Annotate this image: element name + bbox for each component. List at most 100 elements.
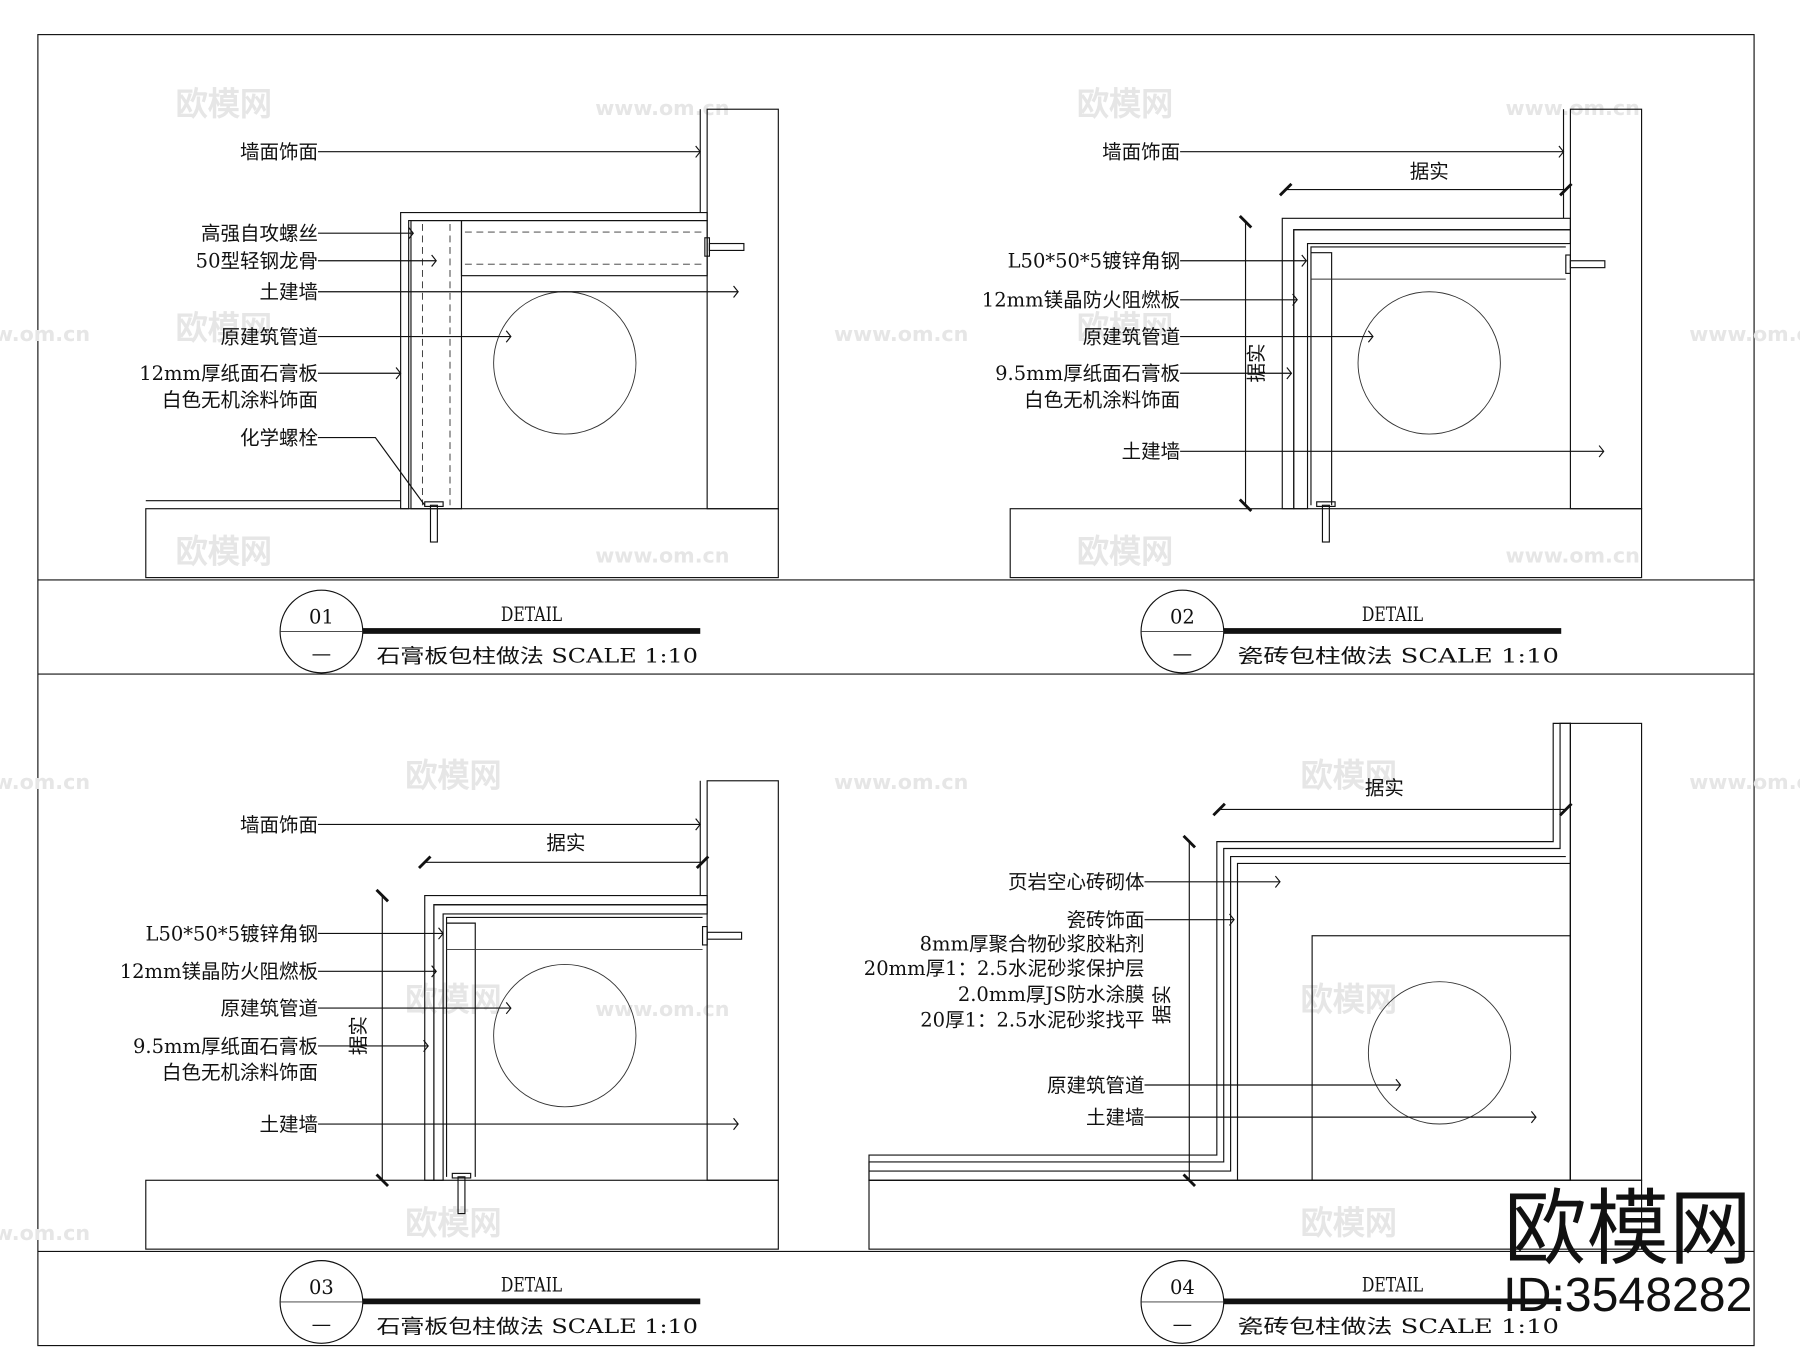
dimension-tick	[417, 855, 432, 870]
angle-steel	[1310, 246, 1566, 506]
leader-arrow-icon	[408, 227, 415, 240]
dimension-tick	[1559, 802, 1573, 817]
dimension-label: 据实	[1365, 777, 1404, 800]
pipe-circle	[493, 291, 637, 435]
callout-label: 墙面饰面	[240, 141, 318, 164]
dimension-tick	[1238, 214, 1253, 229]
callout-label: 白色无机涂料饰面	[162, 389, 318, 412]
callout-label: 页岩空心砖砌体	[1008, 871, 1145, 894]
detail-03-drawing	[145, 780, 779, 1250]
dimension-label: 据实	[1245, 343, 1268, 382]
callout-label: 12mm厚纸面石膏板	[139, 362, 318, 385]
leader-arrow-icon	[438, 927, 444, 940]
callout-label: 2.0mm厚JS防水涂膜	[958, 983, 1145, 1006]
title-underline	[362, 628, 701, 634]
callout-label: 12mm镁晶防火阻燃板	[120, 960, 318, 983]
detail-number: 02	[1170, 606, 1195, 629]
detail-number: 01	[309, 606, 334, 629]
callout-label: 墙面饰面	[240, 813, 318, 836]
watermark-logo-faint: 欧模网	[1301, 980, 1397, 1018]
leader-arrow-icon	[423, 1039, 429, 1053]
concrete-wall	[1569, 108, 1643, 510]
dimension-label: 据实	[1151, 985, 1174, 1024]
watermark-logo-faint: 欧模网	[1077, 309, 1173, 347]
leader-arrow-icon	[431, 254, 437, 267]
watermark-logo-faint: 欧模网	[176, 533, 272, 571]
callout-label: 原建筑管道	[1047, 1074, 1145, 1097]
watermark-id: ID:3548282	[1503, 1268, 1752, 1322]
detail-sub-number: —	[1173, 642, 1193, 665]
dimension-tick	[1212, 802, 1226, 817]
detail-heading: DETAIL	[1362, 1275, 1423, 1297]
concrete-floor	[145, 1179, 779, 1250]
watermark-logo-faint: 欧模网	[1077, 533, 1173, 571]
dimension-label: 据实	[546, 832, 585, 855]
dimension-label: 据实	[347, 1016, 370, 1055]
anchor-bolt	[457, 1176, 466, 1215]
steel-stud-horizontal	[460, 220, 708, 277]
pipe-circle	[1357, 291, 1501, 435]
gypsum-board	[400, 211, 708, 510]
waterproof-membrane	[869, 855, 1566, 1172]
dimension-tick	[1182, 834, 1197, 849]
leader-arrow-icon	[1292, 293, 1298, 306]
anchor-bolt	[429, 504, 438, 543]
watermark-logo-text: 欧模网	[1504, 1182, 1752, 1275]
callout-label: 土建墙	[259, 1113, 318, 1136]
watermarks: 欧模网欧模网欧模网欧模网欧模网欧模网欧模网欧模网欧模网欧模网欧模网欧模网www.…	[0, 85, 1800, 1245]
leader-arrow-icon	[1558, 145, 1565, 158]
detail-02-drawing	[1009, 108, 1643, 579]
leader-arrow-icon	[505, 330, 512, 343]
callout-label: 9.5mm厚纸面石膏板	[133, 1035, 318, 1058]
watermark-site-faint: www.om.cn	[0, 1221, 90, 1245]
watermark-site-faint: www.om.cn	[834, 770, 968, 794]
callout-label: 土建墙	[1122, 440, 1181, 463]
leader-arrow-icon	[395, 367, 402, 380]
bolt-washer	[1316, 501, 1336, 507]
detail-heading: DETAIL	[1362, 605, 1423, 627]
callout-label: 8mm厚聚合物砂浆胶粘剂	[920, 933, 1145, 956]
gypsum-board	[424, 895, 708, 1181]
watermark-site-faint: www.om.cn	[834, 322, 968, 346]
callout-label: 化学螺栓	[240, 426, 318, 449]
anchor-bolt	[708, 242, 745, 251]
angle-steel	[445, 916, 703, 1177]
bolt-washer	[701, 925, 708, 946]
watermark-site-faint: www.om.cn	[595, 544, 729, 568]
callout-label: 白色无机涂料饰面	[1024, 389, 1180, 412]
leader-arrow-icon	[733, 1117, 739, 1131]
callout-label: 20厚1：2.5水泥砂浆找平	[920, 1008, 1144, 1031]
existing-column	[1311, 935, 1571, 1181]
drawing-frame	[37, 34, 1755, 1347]
concrete-floor	[1009, 508, 1643, 579]
leader-arrow-icon	[695, 818, 701, 831]
callout-label: 20mm厚1：2.5水泥砂浆保护层	[864, 957, 1145, 980]
dimension-tick	[1559, 182, 1573, 197]
watermark-site-faint: www.om.cn	[1689, 770, 1800, 794]
leader-arrow-icon	[1395, 1078, 1402, 1092]
leader-line	[317, 436, 426, 506]
dimension-tick	[375, 888, 390, 903]
detail-caption: 瓷砖包柱做法 SCALE 1:10	[1238, 1315, 1559, 1338]
callout-label: 土建墙	[1086, 1106, 1145, 1129]
leader-arrow-icon	[1301, 254, 1308, 267]
bolt-washer	[424, 501, 444, 507]
callout-label: L50*50*5镀锌角钢	[1008, 250, 1180, 273]
gypsum-board	[1293, 229, 1571, 510]
bolt-washer	[704, 237, 711, 257]
callout-label: 50型轻钢龙骨	[196, 250, 318, 273]
watermark-logo-faint: 欧模网	[1301, 757, 1397, 795]
watermark-logo-faint: 欧模网	[405, 1204, 501, 1242]
leader-arrow-icon	[1530, 1111, 1537, 1124]
dimension-label: 据实	[1410, 160, 1449, 183]
leader-arrow-icon	[1598, 445, 1605, 458]
watermark-logo-faint: 欧模网	[405, 757, 501, 795]
title-underline	[1223, 1298, 1562, 1305]
callout-label: 12mm镁晶防火阻燃板	[982, 289, 1180, 312]
watermark-logo-faint: 欧模网	[176, 85, 272, 123]
leader-arrow-icon	[695, 145, 701, 158]
detail-sub-number: —	[1173, 1313, 1193, 1336]
